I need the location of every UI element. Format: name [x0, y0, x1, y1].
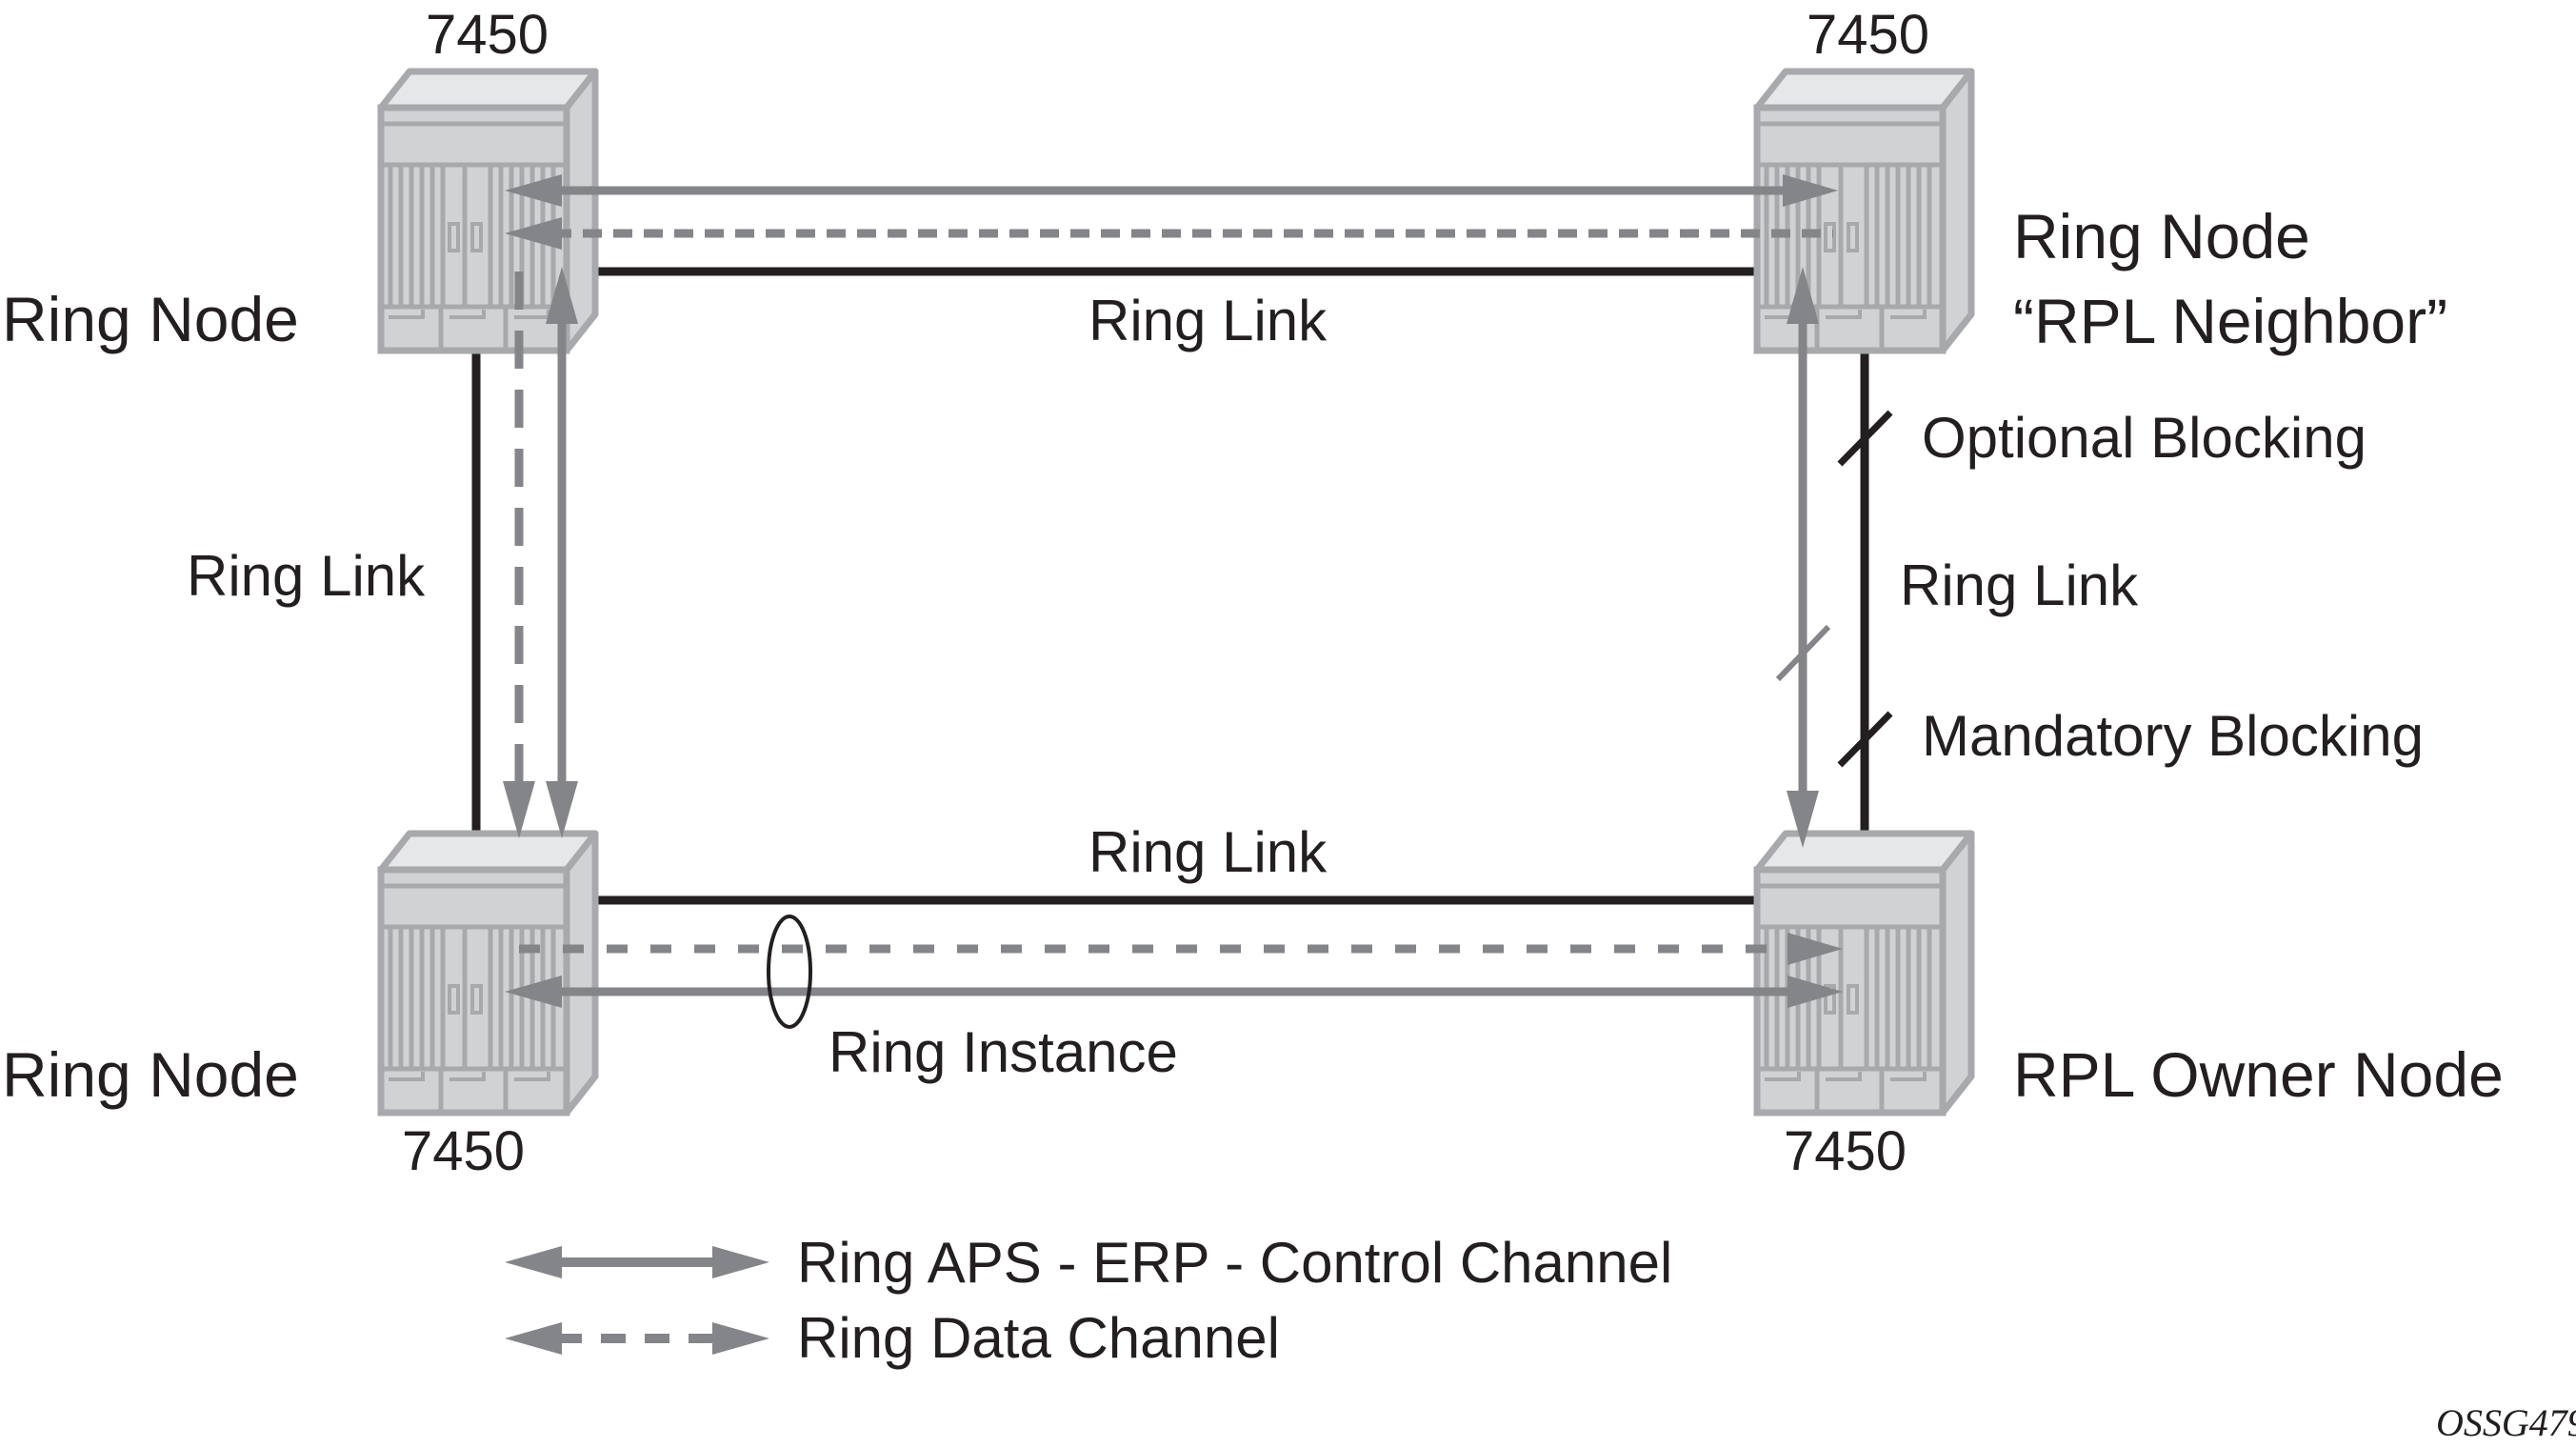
- data-channel-top: [505, 217, 1833, 250]
- figure-id: OSSG479: [2436, 1401, 2576, 1444]
- legend-data-channel-label: Ring Data Channel: [797, 1306, 1280, 1370]
- ring-link-left-label: Ring Link: [187, 544, 426, 608]
- ring-instance-label: Ring Instance: [829, 1020, 1178, 1084]
- node-role-top-right: Ring Node: [2013, 201, 2310, 272]
- data-channel-bottom: [519, 933, 1843, 965]
- control-channel-bottom: [505, 975, 1843, 1008]
- node-role-bottom-left: Ring Node: [2, 1039, 299, 1110]
- node-role-bottom-right: RPL Owner Node: [2013, 1039, 2504, 1110]
- chassis-bottom-left: [381, 834, 595, 1113]
- optional-blocking-mark: [1837, 410, 1893, 467]
- legend-control-channel-label: Ring APS - ERP - Control Channel: [797, 1231, 1673, 1295]
- ring-link-right-label: Ring Link: [1900, 553, 2139, 617]
- control-blocking-mark: [1775, 624, 1831, 682]
- mandatory-blocking-label: Mandatory Blocking: [1922, 704, 2424, 768]
- legend-solid-arrow-icon: [505, 1246, 769, 1278]
- node-role-top-left: Ring Node: [2, 284, 299, 354]
- chassis-top-right: [1757, 71, 1971, 351]
- node-model-bottom-left: 7450: [402, 1120, 526, 1182]
- node-model-top-left: 7450: [426, 4, 549, 66]
- control-channel-right: [1787, 267, 1819, 848]
- mandatory-blocking-mark: [1837, 711, 1893, 768]
- node-model-top-right: 7450: [1807, 4, 1930, 66]
- ring-link-bottom-label: Ring Link: [1088, 820, 1328, 884]
- ring-instance-ellipse: [767, 915, 812, 1029]
- legend-dashed-arrow-icon: [505, 1322, 769, 1355]
- data-channel-left: [503, 272, 535, 838]
- ring-link-top-label: Ring Link: [1088, 289, 1328, 352]
- control-channel-left: [546, 267, 578, 838]
- chassis-bottom-right: [1757, 834, 1971, 1113]
- control-channel-top: [505, 174, 1838, 207]
- node-role-top-right-line2: “RPL Neighbor”: [2013, 286, 2448, 356]
- node-model-bottom-right: 7450: [1784, 1120, 1907, 1182]
- optional-blocking-label: Optional Blocking: [1922, 406, 2366, 470]
